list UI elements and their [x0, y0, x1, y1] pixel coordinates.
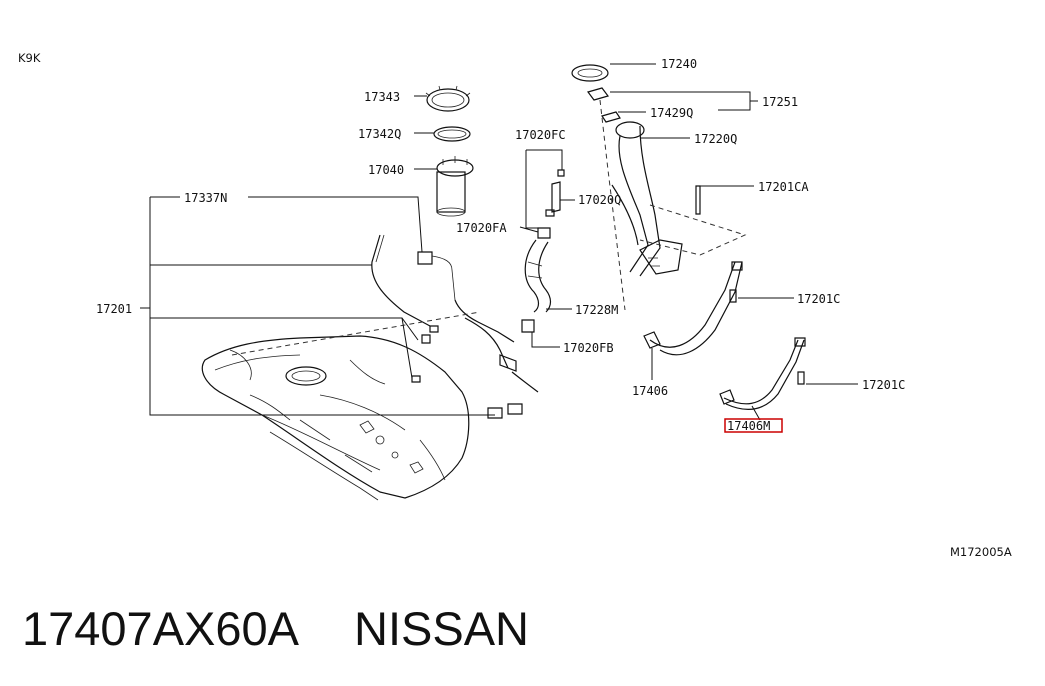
part-labels: 17240 17251 17429Q 17220Q 17343 17342Q 1…: [96, 57, 905, 433]
fuel-tank-drawing: [201, 335, 470, 501]
label-17220q[interactable]: 17220Q: [694, 132, 737, 146]
filler-neck-drawing: [231, 64, 747, 356]
label-17406m[interactable]: 17406M: [727, 419, 770, 433]
tank-straps-drawing: [643, 185, 806, 411]
fuel-pump-assembly-drawing: [417, 85, 474, 301]
label-17020fb[interactable]: 17020FB: [563, 341, 614, 355]
label-17201c-upper[interactable]: 17201C: [797, 292, 840, 306]
label-17020fa[interactable]: 17020FA: [456, 221, 507, 235]
caption-part-number: 17407AX60A: [22, 602, 300, 655]
label-17240[interactable]: 17240: [661, 57, 697, 71]
fuel-lines-drawing: [371, 234, 539, 419]
label-17342q[interactable]: 17342Q: [358, 127, 401, 141]
highlight-box-17406m: [724, 418, 783, 433]
label-17201ca[interactable]: 17201CA: [758, 180, 809, 194]
label-17337n[interactable]: 17337N: [184, 191, 227, 205]
label-17201[interactable]: 17201: [96, 302, 132, 316]
label-17406[interactable]: 17406: [632, 384, 668, 398]
label-17040[interactable]: 17040: [368, 163, 404, 177]
label-17020fc[interactable]: 17020FC: [515, 128, 566, 142]
corner-code-right: M172005A: [950, 545, 1012, 559]
corner-code-left: K9K: [18, 51, 41, 65]
label-17201c-lower[interactable]: 17201C: [862, 378, 905, 392]
caption-brand: NISSAN: [354, 602, 529, 655]
leader-lines: [140, 63, 858, 421]
label-17429q[interactable]: 17429Q: [650, 106, 693, 120]
label-17251[interactable]: 17251: [762, 95, 798, 109]
label-17343[interactable]: 17343: [364, 90, 400, 104]
label-17020q[interactable]: 17020Q: [578, 193, 621, 207]
label-17228m[interactable]: 17228M: [575, 303, 618, 317]
